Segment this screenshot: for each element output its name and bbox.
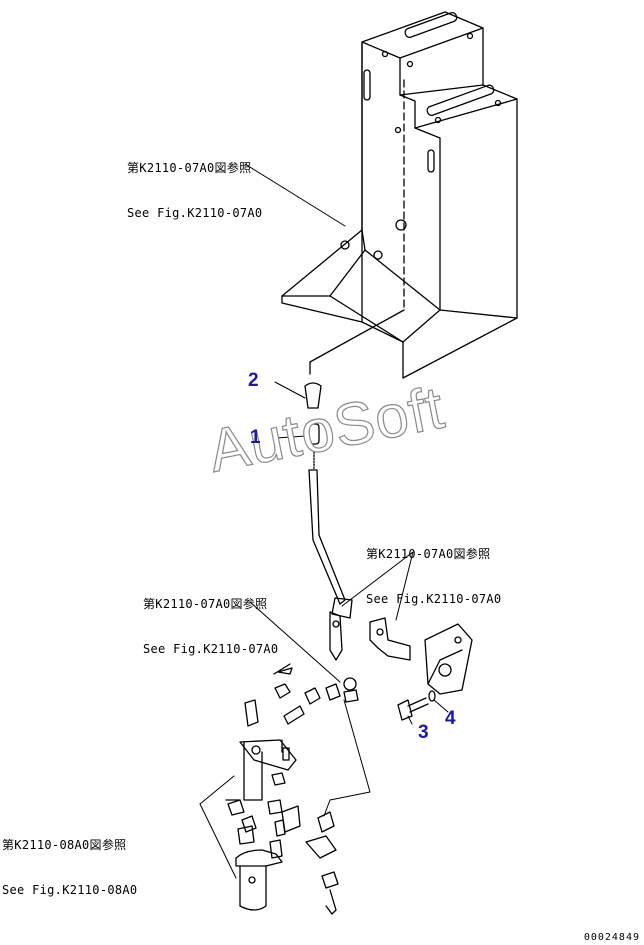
mounting-block	[424, 623, 473, 695]
bracket-part	[369, 617, 411, 661]
reference-en: See Fig.K2110-07A0	[366, 592, 502, 606]
reference-jp: 第K2110-08A0図参照	[2, 838, 127, 852]
linkage-hardware	[244, 667, 359, 727]
leader-lines	[199, 163, 449, 879]
lower-lever-assembly	[225, 739, 301, 911]
reference-note-mid-left: 第K2110-07A0図参照 See Fig.K2110-07A0	[143, 567, 278, 672]
callout-2: 2	[248, 370, 259, 391]
sleeve-part	[308, 423, 320, 445]
lever-rod	[308, 451, 353, 661]
reference-jp: 第K2110-07A0図参照	[143, 597, 268, 611]
bolt-part	[397, 697, 429, 721]
reference-note-top: 第K2110-07A0図参照 See Fig.K2110-07A0	[127, 131, 262, 236]
callout-1: 1	[250, 427, 261, 448]
callout-3: 3	[418, 722, 429, 743]
reference-note-mid-right: 第K2110-07A0図参照 See Fig.K2110-07A0	[366, 517, 501, 622]
reference-en: See Fig.K2110-07A0	[143, 642, 279, 656]
reference-en: See Fig.K2110-08A0	[2, 883, 138, 897]
knob-part	[304, 382, 322, 409]
document-number: 00024849	[583, 932, 640, 943]
reference-jp: 第K2110-07A0図参照	[127, 161, 252, 175]
right-hardware	[305, 811, 339, 915]
callout-4: 4	[445, 708, 456, 729]
reference-jp: 第K2110-07A0図参照	[366, 547, 491, 561]
reference-note-bottom-left: 第K2110-08A0図参照 See Fig.K2110-08A0	[2, 808, 137, 913]
cotter-pin	[273, 663, 291, 675]
washer-part	[428, 690, 436, 702]
console-housing	[281, 11, 518, 379]
reference-en: See Fig.K2110-07A0	[127, 206, 263, 220]
